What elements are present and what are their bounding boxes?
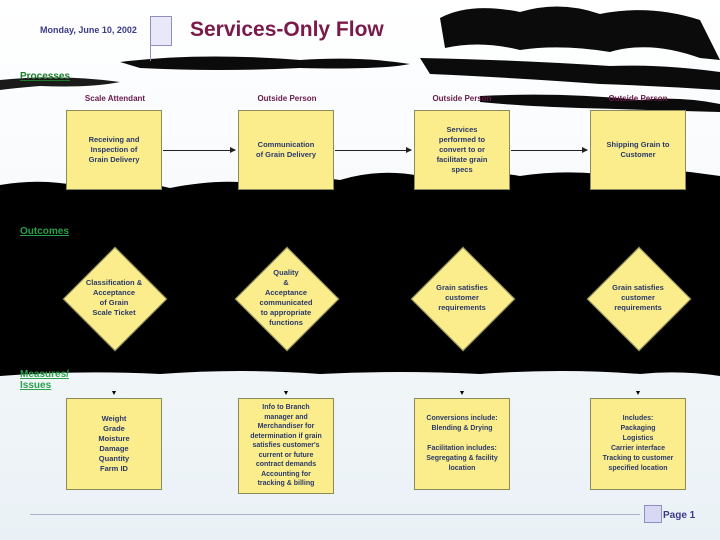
measure-box-text: Weight Grade Moisture Damage Quantity Fa…: [98, 414, 130, 473]
measure-box-text: Conversions include: Blending & Drying F…: [426, 415, 498, 472]
process-box: Shipping Grain to Customer: [590, 110, 686, 190]
process-box: Services performed to convert to or faci…: [414, 110, 510, 190]
process-box-text: Services performed to convert to or faci…: [436, 125, 488, 174]
page-title: Services-Only Flow: [190, 18, 384, 41]
measure-box: Info to Branch manager and Merchandiser …: [238, 398, 334, 494]
measure-box-text: Info to Branch manager and Merchandiser …: [250, 404, 322, 488]
process-box-text: Receiving and Inspection of Grain Delive…: [88, 135, 140, 164]
process-box: Receiving and Inspection of Grain Delive…: [66, 110, 162, 190]
section-measures: Measures/ Issues: [20, 369, 69, 391]
page-number: Page 1: [663, 510, 696, 521]
role-label: Outside Person: [432, 94, 492, 103]
footer-line: [30, 514, 640, 515]
outcome-text: Classification & Acceptance of Grain Sca…: [85, 278, 143, 317]
measure-box: Weight Grade Moisture Damage Quantity Fa…: [66, 398, 162, 490]
outcome-text: Quality & Acceptance communicated to app…: [259, 268, 313, 327]
page-square-ornament: [644, 505, 662, 523]
outcome-text: Grain satisfies customer requirements: [612, 283, 664, 312]
header-date: Monday, June 10, 2002: [40, 25, 137, 35]
flow-arrow: [511, 147, 588, 153]
process-box-text: Communication of Grain Delivery: [255, 140, 317, 159]
process-box: Communication of Grain Delivery: [238, 110, 334, 190]
role-label: Scale Attendant: [84, 94, 146, 103]
process-box-text: Shipping Grain to Customer: [606, 140, 670, 159]
outcome-diamond: Quality & Acceptance communicated to app…: [234, 246, 340, 352]
section-outcomes: Outcomes: [20, 226, 69, 237]
role-label: Outside Person: [608, 94, 668, 103]
vertical-ornament-line: [150, 16, 151, 61]
flow-arrow: [163, 147, 236, 153]
measure-box: Conversions include: Blending & Drying F…: [414, 398, 510, 490]
outcome-diamond: Grain satisfies customer requirements: [410, 246, 516, 352]
flow-arrow: [335, 147, 412, 153]
measure-box: Includes: Packaging Logistics Carrier in…: [590, 398, 686, 490]
outcome-diamond: Grain satisfies customer requirements: [586, 246, 692, 352]
outcome-text: Grain satisfies customer requirements: [436, 283, 488, 312]
role-label: Outside Person: [257, 94, 317, 103]
outcome-diamond: Classification & Acceptance of Grain Sca…: [62, 246, 168, 352]
measure-box-text: Includes: Packaging Logistics Carrier in…: [602, 415, 674, 472]
title-square-ornament: [150, 16, 172, 46]
section-processes: Processes: [20, 71, 71, 82]
